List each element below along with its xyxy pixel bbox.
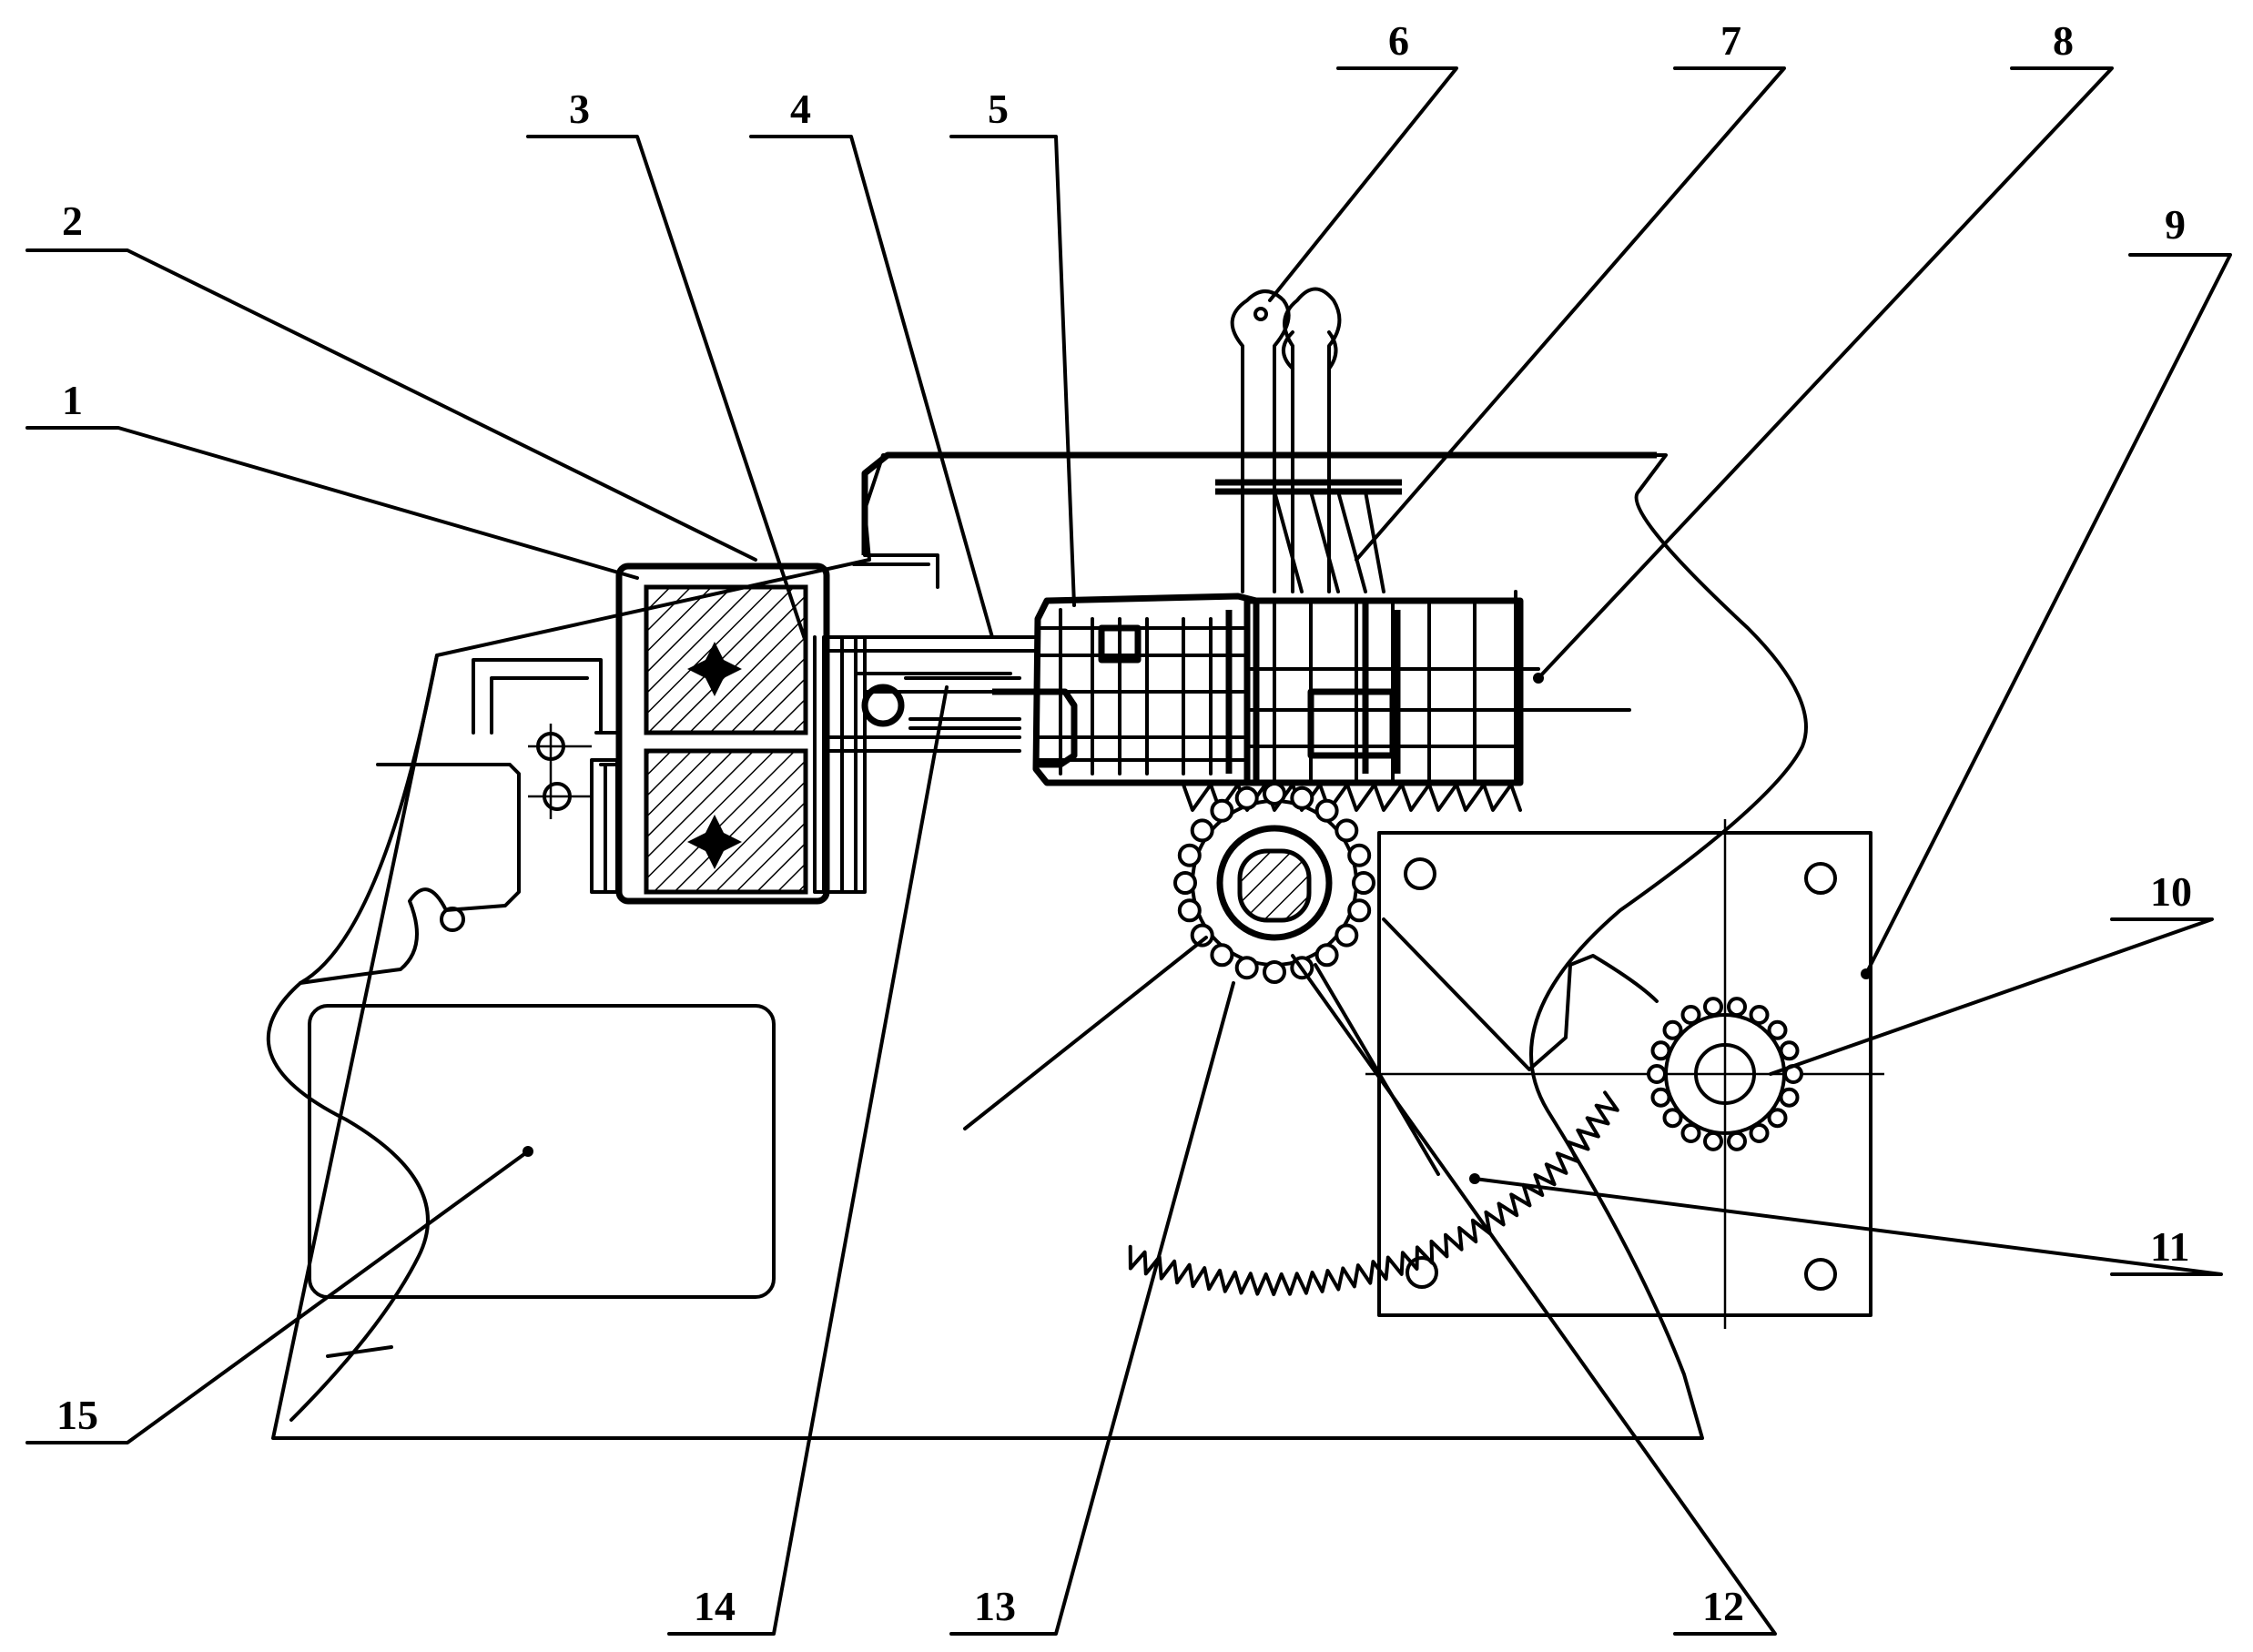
label-15: 15 — [56, 1392, 98, 1438]
label-3: 3 — [569, 86, 590, 132]
gear-tooth — [1336, 926, 1356, 946]
label-7: 7 — [1720, 17, 1741, 64]
left-bracket — [473, 660, 601, 733]
label-9: 9 — [2165, 201, 2186, 248]
label-12: 12 — [1702, 1583, 1744, 1629]
gear-tooth — [1175, 873, 1195, 893]
gear-tooth — [1770, 1110, 1786, 1126]
gear-tooth — [1653, 1042, 1669, 1059]
gear-tooth — [1770, 1022, 1786, 1039]
label-10: 10 — [2150, 868, 2192, 915]
gear-tooth — [1665, 1110, 1681, 1126]
gear-tooth — [1683, 1125, 1700, 1141]
body-wave — [269, 655, 437, 1420]
label-4: 4 — [790, 86, 811, 132]
gear-tooth — [1212, 801, 1232, 821]
gear-tooth — [1649, 1066, 1665, 1082]
handle-box — [310, 1006, 774, 1297]
sector-arm — [965, 937, 1438, 1174]
gear-tooth — [1317, 945, 1337, 965]
gear-tooth — [1705, 1133, 1721, 1150]
gear-tooth — [1349, 846, 1369, 866]
gear-tooth — [1317, 801, 1337, 821]
label-14: 14 — [694, 1583, 736, 1629]
plate-hole-1 — [1406, 859, 1435, 888]
plate-hole-4 — [1407, 1258, 1436, 1287]
gear-tooth — [1665, 1022, 1681, 1039]
cam-plate — [300, 765, 519, 983]
gear-tooth — [1751, 1125, 1768, 1141]
gear-tooth — [1781, 1090, 1798, 1106]
gear-tooth — [1653, 1090, 1669, 1106]
hook-left — [1233, 291, 1289, 592]
gear-tooth — [1336, 820, 1356, 840]
gear-tooth — [1349, 900, 1369, 920]
gear-tooth — [1705, 998, 1721, 1015]
gear-tooth — [1264, 784, 1284, 804]
sector-gear — [1131, 1092, 1618, 1294]
gear-tooth — [1729, 998, 1745, 1015]
label-2: 2 — [62, 198, 83, 244]
label-11: 11 — [2150, 1223, 2189, 1270]
rack-teeth — [1183, 785, 1520, 810]
body-outline — [273, 455, 1806, 1438]
main-pinion-gear — [1192, 801, 1356, 965]
label-5: 5 — [988, 86, 1009, 132]
gear-tooth — [1354, 873, 1374, 893]
gear-tooth — [1180, 846, 1200, 866]
gear-tooth — [1781, 1042, 1798, 1059]
gear-tooth — [1729, 1133, 1745, 1150]
label-1: 1 — [62, 377, 83, 423]
gear-tooth — [1212, 945, 1232, 965]
plate-hole-3 — [1806, 1260, 1835, 1289]
gear-tooth — [1192, 820, 1213, 840]
gear-tooth — [1683, 1007, 1700, 1023]
gear-tooth — [1237, 958, 1257, 978]
body-tick — [328, 1347, 391, 1356]
top-cover — [865, 455, 1657, 555]
plate-hole-2 — [1806, 864, 1835, 893]
plate-notch — [1384, 919, 1657, 1069]
label-13: 13 — [974, 1583, 1016, 1629]
gear-tooth — [1264, 962, 1284, 982]
label-8: 8 — [2053, 17, 2074, 64]
cam-hole — [441, 908, 463, 930]
gear-tooth — [1751, 1007, 1768, 1023]
gear-tooth — [1237, 788, 1257, 808]
linkage-inner — [1038, 610, 1247, 774]
gear-tooth — [1180, 900, 1200, 920]
label-6: 6 — [1388, 17, 1409, 64]
leader-lines — [27, 68, 2230, 1634]
gear-tooth — [1292, 788, 1312, 808]
coil-lower — [646, 751, 806, 892]
coil-upper — [646, 587, 806, 733]
